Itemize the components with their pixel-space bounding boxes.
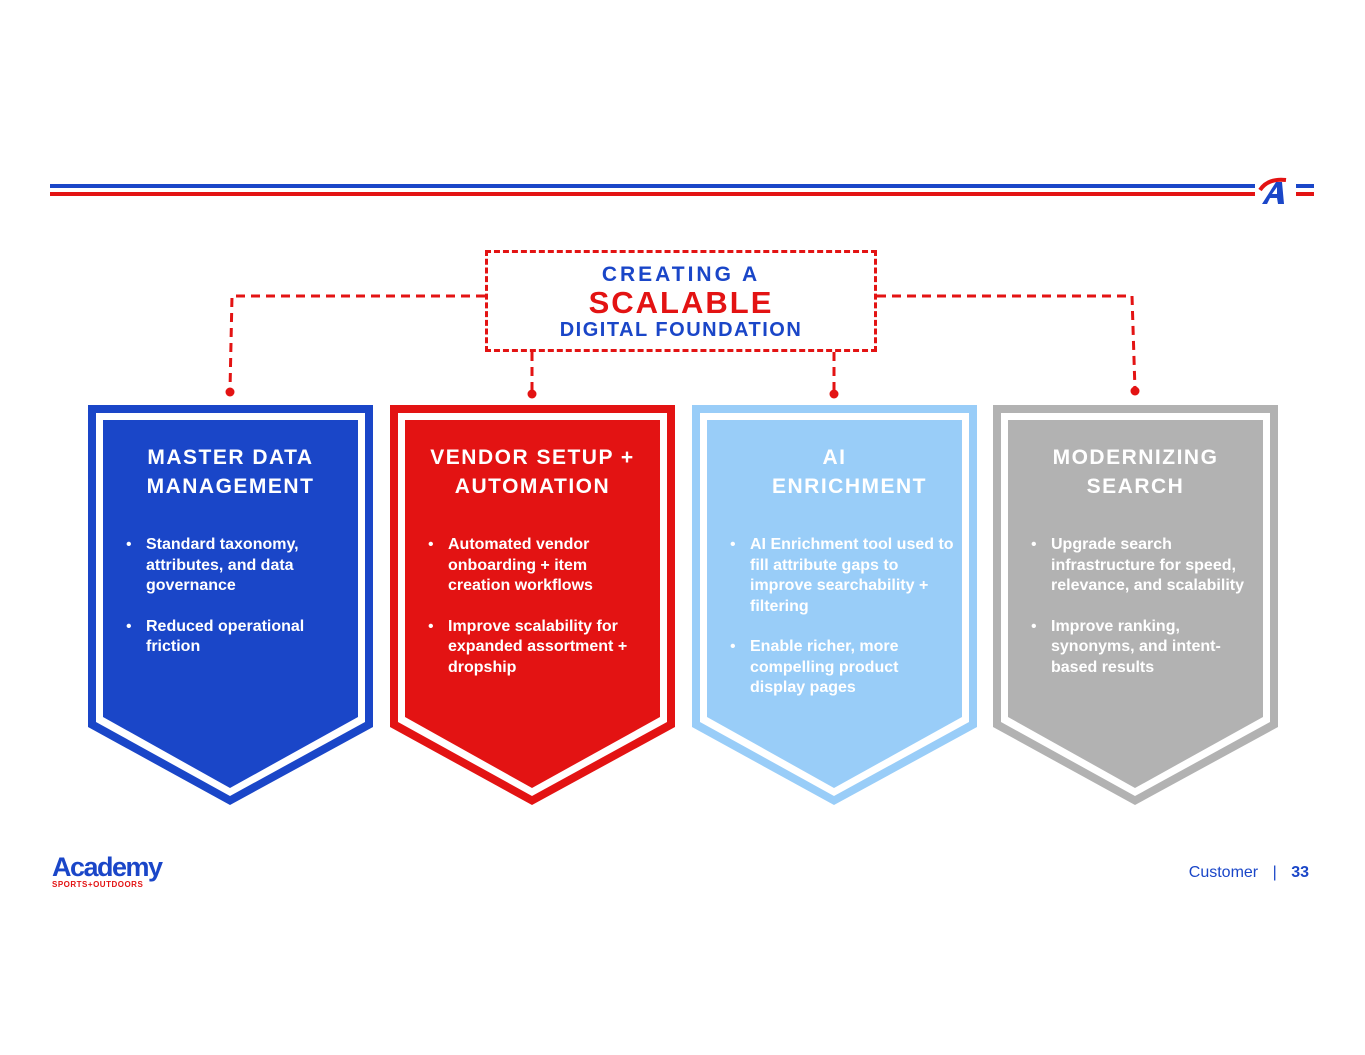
bullet: Standard taxonomy, attributes, and data … — [126, 535, 351, 597]
card-ai-enrichment: AI ENRICHMENT AI Enrichment tool used to… — [692, 405, 977, 805]
header-stripe-blue-right — [1296, 184, 1314, 188]
card-title: MASTER DATA MANAGEMENT — [146, 446, 315, 498]
title-line2: SCALABLE — [588, 285, 774, 320]
connector-lines — [225, 294, 1140, 399]
title-line3: DIGITAL FOUNDATION — [559, 319, 803, 341]
title-box: CREATING A SCALABLE DIGITAL FOUNDATION — [485, 250, 877, 352]
bullet: Reduced operational friction — [126, 617, 351, 658]
card-master-data: MASTER DATA MANAGEMENT Standard taxonomy… — [88, 405, 373, 805]
bullet: Automated vendor onboarding + item creat… — [428, 535, 653, 597]
header-stripe-red-right — [1296, 192, 1314, 196]
card-vendor-setup: VENDOR SETUP + AUTOMATION Automated vend… — [390, 405, 675, 805]
page-number: 33 — [1291, 864, 1309, 881]
footer-page-info: Customer | 33 — [1189, 864, 1309, 882]
header-stripe-red — [50, 192, 1255, 196]
card-modernizing-search: MODERNIZING SEARCH Upgrade search infras… — [993, 405, 1278, 805]
card-title: MODERNIZING SEARCH — [1052, 446, 1219, 498]
section-label: Customer — [1188, 864, 1259, 881]
card-title: AI ENRICHMENT — [772, 446, 927, 498]
separator: | — [1272, 864, 1277, 881]
card-title: VENDOR SETUP + AUTOMATION — [430, 446, 635, 498]
academy-a-icon — [1258, 177, 1287, 204]
bullet: Upgrade search infrastructure for speed,… — [1031, 535, 1256, 597]
bullet: Improve ranking, synonyms, and intent-ba… — [1031, 617, 1256, 679]
bullet: Improve scalability for expanded assortm… — [428, 617, 653, 679]
header-stripe-blue — [50, 184, 1255, 188]
bullet: Enable richer, more compelling product d… — [730, 637, 955, 699]
logo-main: Academy — [52, 852, 163, 882]
academy-logo: Academy SPORTS+OUTDOORS — [52, 852, 163, 890]
bullet: AI Enrichment tool used to fill attribut… — [730, 535, 955, 617]
logo-sub: SPORTS+OUTDOORS — [52, 880, 144, 889]
title-line1: CREATING A — [601, 263, 761, 286]
